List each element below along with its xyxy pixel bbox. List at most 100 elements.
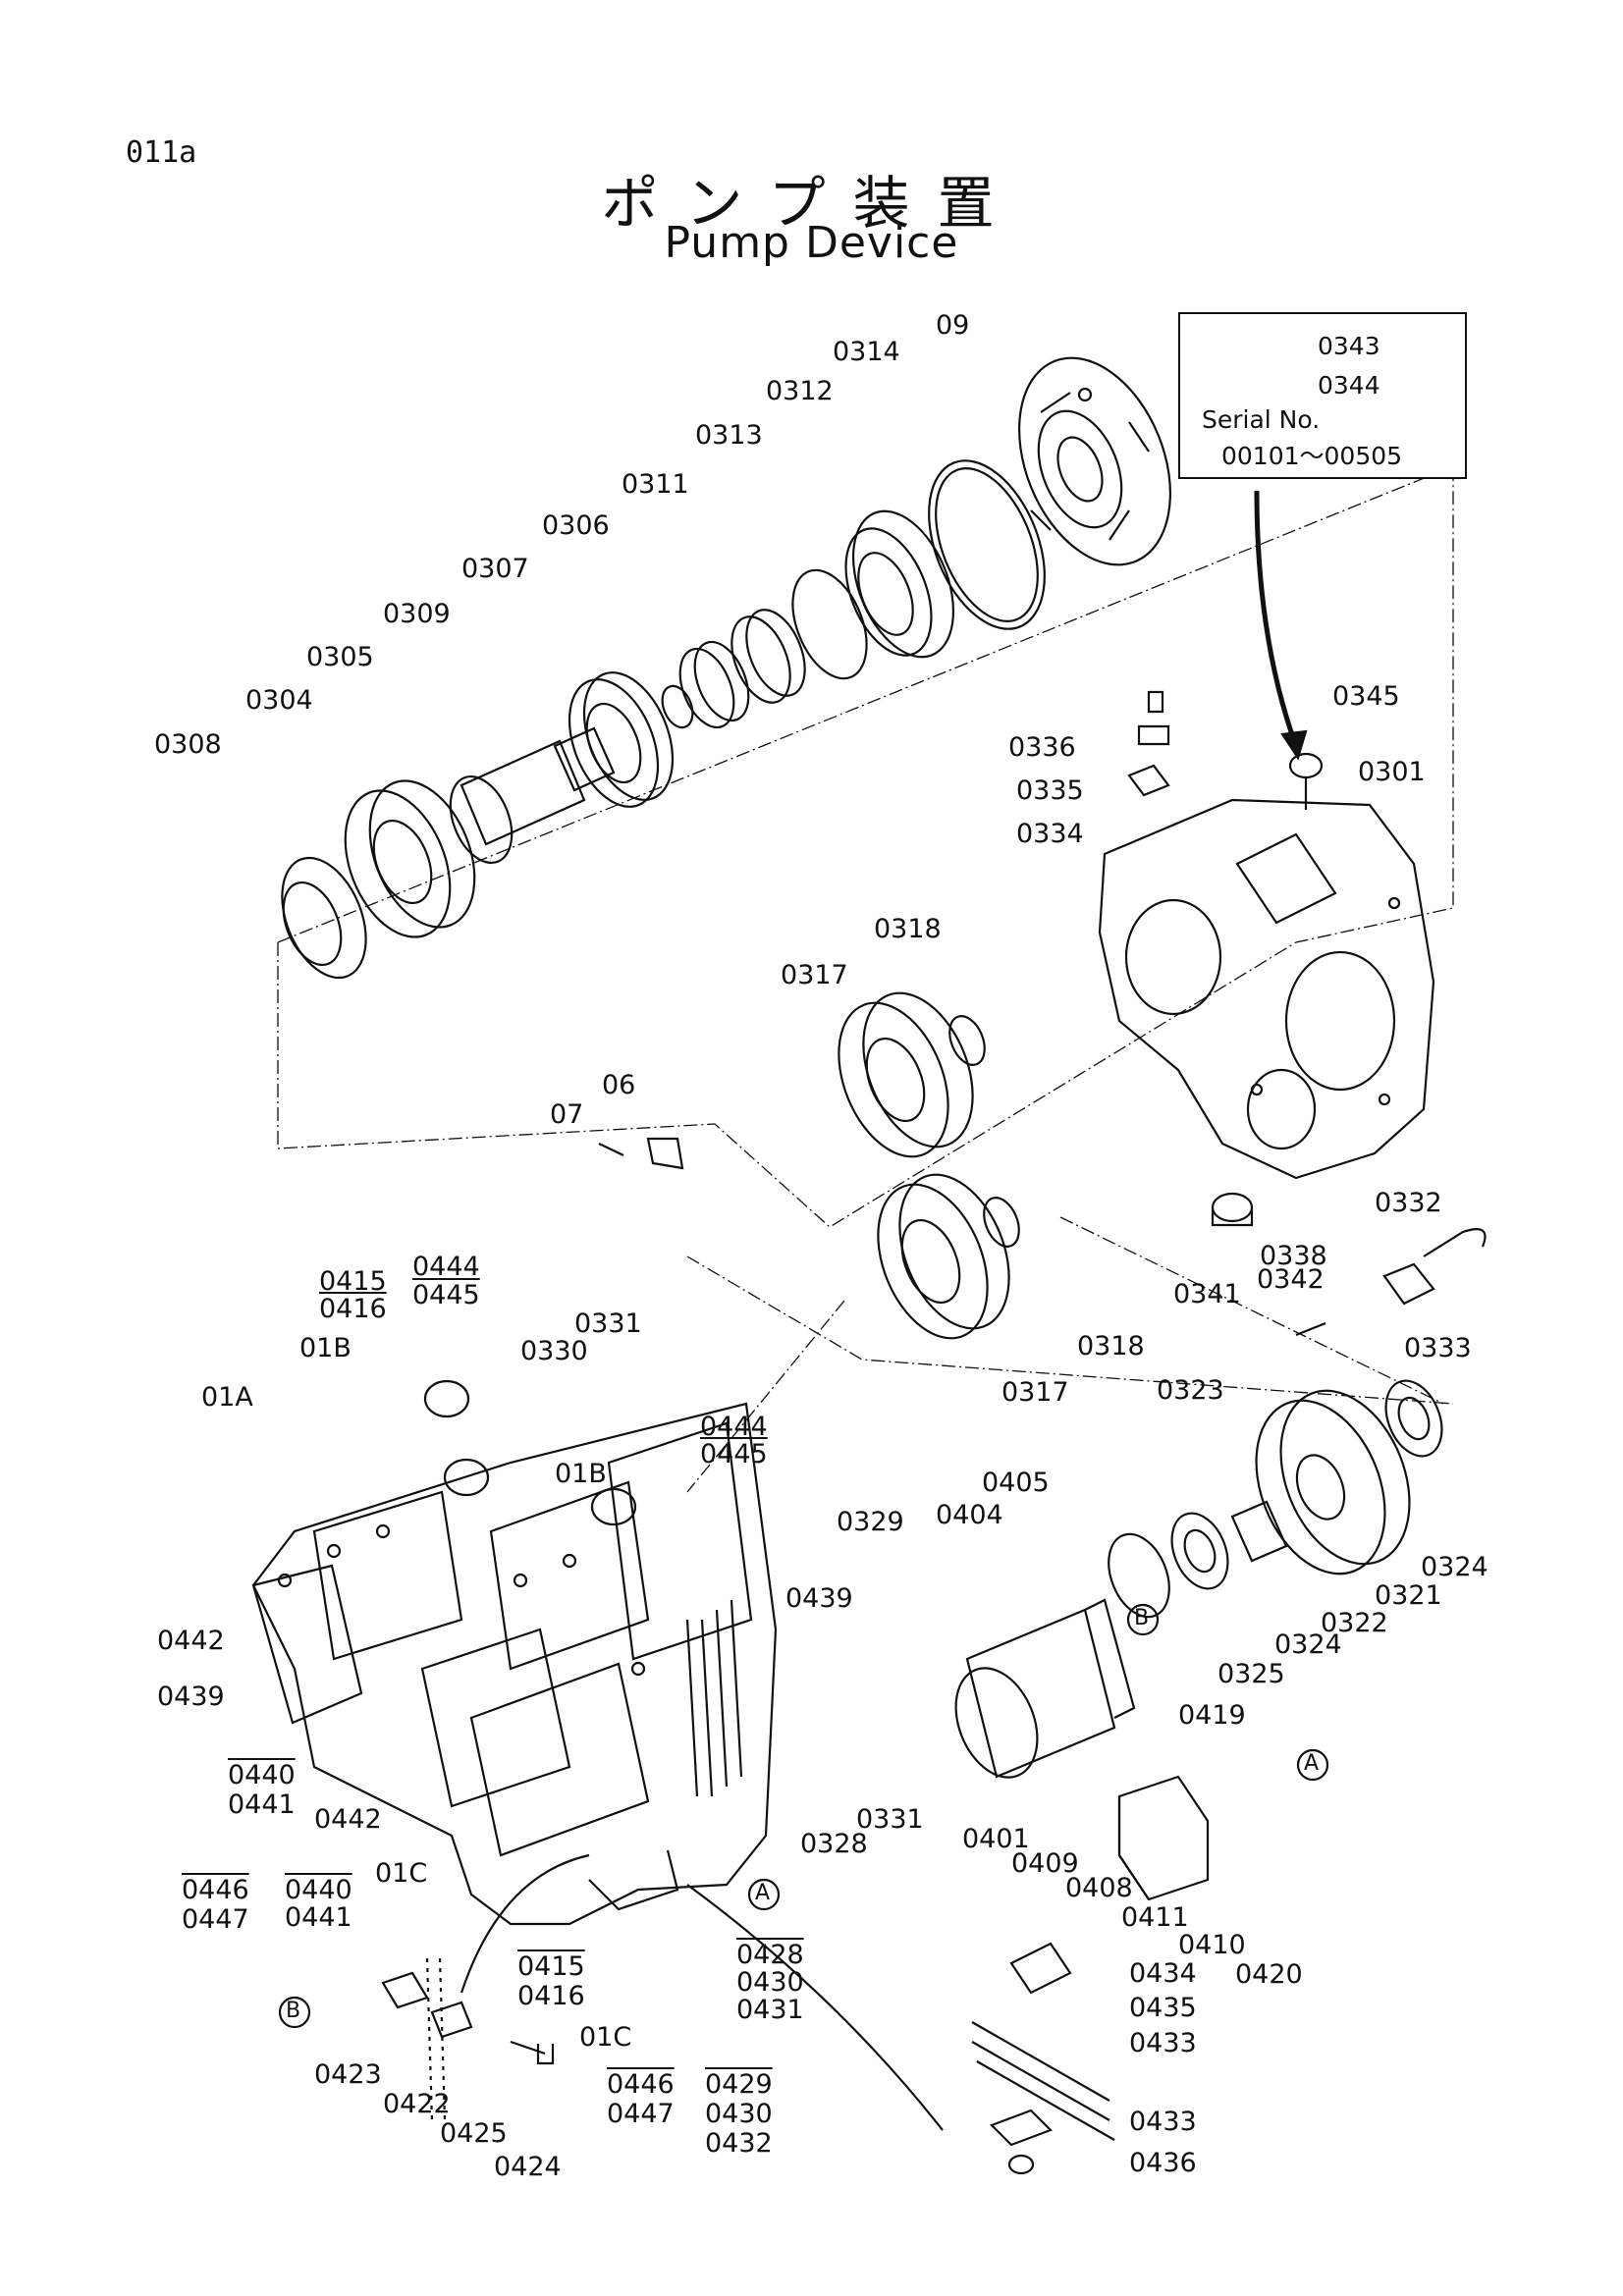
callout-0333: 0333 (1404, 1333, 1472, 1363)
callout-0410: 0410 (1178, 1930, 1246, 1960)
callout-0329: 0329 (837, 1507, 904, 1537)
callout-0420: 0420 (1235, 1959, 1303, 1990)
callout-0305: 0305 (306, 642, 374, 672)
callout-0434: 0434 (1129, 1958, 1197, 1989)
callout-0312: 0312 (766, 376, 834, 406)
callout-0429: 0429 (705, 2069, 773, 2100)
callout-0322: 0322 (1321, 1608, 1388, 1638)
callout-0425: 0425 (440, 2118, 508, 2149)
callout-0330: 0330 (520, 1336, 588, 1366)
callout-0447: 0447 (182, 1904, 249, 1935)
callout-0324: 0324 (1421, 1552, 1488, 1582)
callout-01C: 01C (579, 2022, 632, 2053)
callout-01B: 01B (555, 1459, 607, 1489)
callout-0328: 0328 (800, 1829, 868, 1859)
callout-0415: 0415 (517, 1951, 585, 1982)
callout-01B: 01B (299, 1333, 352, 1363)
callout-06: 06 (602, 1070, 636, 1100)
callout-0324: 0324 (1274, 1629, 1342, 1660)
marker-b-label: B (286, 1999, 301, 2023)
callout-0308: 0308 (154, 729, 222, 760)
shaft-part (460, 739, 586, 846)
callout-0440: 0440 (228, 1760, 296, 1790)
callout-0415: 0415 (319, 1266, 387, 1297)
callout-0433: 0433 (1129, 2107, 1197, 2137)
marker-a-label: A (1304, 1751, 1320, 1776)
serial-range: 00101～00505 (1221, 442, 1403, 470)
callout-09: 09 (936, 310, 970, 341)
callout-0336: 0336 (1008, 732, 1076, 763)
callout-0331: 0331 (574, 1308, 642, 1339)
bearing-part (568, 671, 675, 808)
snap-ring-part (928, 459, 1046, 630)
coupling-part (1018, 356, 1171, 566)
callout-0423: 0423 (314, 2059, 382, 2090)
marker-b-label: B (1134, 1606, 1150, 1630)
marker-b-circle (1126, 1603, 1160, 1636)
serial-label: Serial No. (1202, 405, 1321, 434)
main-pump-assembly (251, 1379, 778, 1926)
callout-0445: 0445 (700, 1439, 768, 1469)
callout-0446: 0446 (182, 1875, 249, 1905)
callout-0428: 0428 (736, 1940, 804, 1970)
marker-a-circle (747, 1878, 781, 1911)
callout-0338: 0338 (1260, 1241, 1327, 1271)
callout-0419: 0419 (1178, 1700, 1246, 1731)
callout-0411: 0411 (1121, 1902, 1189, 1933)
callout-0332: 0332 (1375, 1188, 1442, 1218)
callout-0431: 0431 (736, 1995, 804, 2025)
callout-0334: 0334 (1016, 819, 1084, 849)
serial-inset: 0343 0344 Serial No. 00101～00505 (1178, 312, 1467, 479)
gear-part (344, 779, 476, 938)
callout-0416: 0416 (319, 1294, 387, 1324)
callout-0408: 0408 (1065, 1873, 1133, 1903)
callout-0439: 0439 (785, 1583, 853, 1614)
callout-0317: 0317 (781, 960, 848, 990)
callout-0409: 0409 (1011, 1848, 1079, 1879)
page-id: 011a (126, 135, 197, 170)
callout-0313: 0313 (695, 420, 763, 451)
marker-b-circle (278, 1996, 311, 2029)
callout-0341: 0341 (1173, 1279, 1241, 1309)
callout-0344: 0344 (1318, 371, 1380, 400)
callout-0442: 0442 (157, 1626, 225, 1656)
title-english: Pump Device (664, 218, 959, 268)
callout-01A: 01A (201, 1382, 253, 1413)
callout-0318: 0318 (1077, 1331, 1145, 1362)
callout-0325: 0325 (1217, 1659, 1285, 1689)
callout-0422: 0422 (383, 2089, 451, 2119)
callout-0445: 0445 (412, 1280, 480, 1310)
callout-0444: 0444 (700, 1412, 768, 1442)
callout-0321: 0321 (1375, 1580, 1442, 1611)
callout-0345: 0345 (1332, 681, 1400, 712)
callout-01C: 01C (375, 1858, 428, 1889)
callout-0447: 0447 (607, 2099, 675, 2129)
callout-0318: 0318 (874, 914, 942, 944)
o-ring-part (791, 568, 868, 680)
callout-0432: 0432 (705, 2128, 773, 2159)
callout-0441: 0441 (228, 1789, 296, 1820)
callout-0304: 0304 (245, 685, 313, 716)
callout-0342: 0342 (1257, 1264, 1325, 1295)
callout-0401: 0401 (962, 1824, 1030, 1854)
title-japanese: ポンプ装置 (601, 170, 1022, 237)
callout-0436: 0436 (1129, 2148, 1197, 2178)
callout-0314: 0314 (833, 337, 900, 367)
callout-0311: 0311 (622, 469, 689, 500)
callout-0306: 0306 (542, 510, 610, 541)
callout-0430: 0430 (705, 2099, 773, 2129)
callout-0440: 0440 (285, 1875, 352, 1905)
callout-0307: 0307 (461, 554, 529, 584)
callout-0441: 0441 (285, 1902, 352, 1933)
pump-housing-part (1098, 798, 1435, 1180)
callout-07: 07 (550, 1099, 584, 1130)
callout-0444: 0444 (412, 1252, 480, 1282)
gear-pump-part (954, 1598, 1136, 1779)
callout-0439: 0439 (157, 1682, 225, 1712)
callout-0424: 0424 (494, 2152, 562, 2182)
callout-0405: 0405 (982, 1468, 1050, 1498)
callout-0404: 0404 (936, 1500, 1003, 1530)
callout-0335: 0335 (1016, 775, 1084, 806)
gear-part (838, 1001, 949, 1158)
callout-0446: 0446 (607, 2069, 675, 2100)
